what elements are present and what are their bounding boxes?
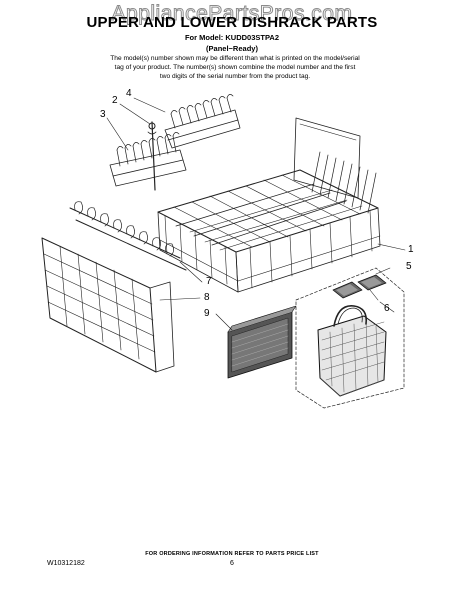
watermark: AppliancePartsPros.com — [111, 2, 353, 26]
callout-4: 4 — [126, 88, 132, 99]
silverware-basket-box — [295, 267, 405, 409]
callout-5: 5 — [406, 261, 412, 272]
upper-dishrack — [157, 117, 406, 293]
callout-6: 6 — [384, 303, 390, 314]
callout-9: 9 — [204, 308, 210, 319]
callout-2: 2 — [112, 95, 118, 106]
callout-8: 8 — [204, 292, 210, 303]
model-line: For Model: KUDD03STPA2 — [184, 33, 280, 42]
variant-line: (Panel−Ready) — [206, 44, 258, 53]
filter-panel — [215, 305, 297, 379]
callout-3: 3 — [100, 109, 106, 120]
document-number: W10312182 — [47, 560, 85, 567]
callout-7: 7 — [206, 276, 212, 287]
callout-1: 1 — [408, 244, 414, 255]
page-number: 6 — [230, 560, 234, 567]
lower-dishrack — [41, 201, 203, 373]
model-number-note: The model(s) number shown may be differe… — [110, 55, 360, 80]
ordering-info-footer: FOR ORDERING INFORMATION REFER TO PARTS … — [145, 551, 319, 557]
upper-tine-assembly — [106, 94, 241, 191]
page-title: UPPER AND LOWER DISHRACK PARTS — [86, 14, 378, 31]
